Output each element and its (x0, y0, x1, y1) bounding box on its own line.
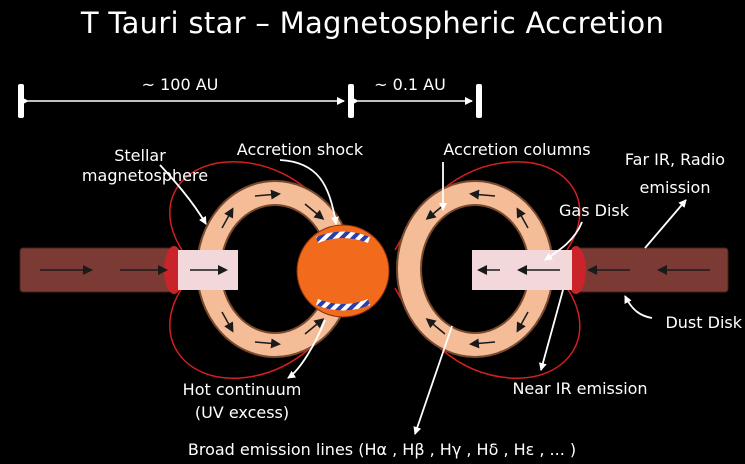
label-broad-emission-lines: Broad emission lines (Hα , Hβ , Hγ , Hδ … (188, 440, 576, 459)
label-hot-continuum-1: Hot continuum (183, 380, 302, 399)
label-far-ir-1: Far IR, Radio (625, 150, 725, 169)
label-accretion-columns: Accretion columns (443, 140, 590, 159)
label-hot-continuum-2: (UV excess) (195, 403, 289, 422)
label-stellar-magnetosphere-2: magnetosphere (82, 166, 208, 185)
label-far-ir-2: emission (640, 178, 711, 197)
label-accretion-shock: Accretion shock (237, 140, 364, 159)
pointer-dust-disk (625, 296, 652, 318)
scale-label-01au: ~ 0.1 AU (374, 75, 446, 94)
pointer-far-ir (645, 200, 686, 248)
scale-bar: ~ 100 AU ~ 0.1 AU (18, 75, 482, 118)
label-near-ir: Near IR emission (512, 379, 647, 398)
t-tauri-star (297, 225, 389, 317)
label-dust-disk: Dust Disk (665, 313, 742, 332)
scale-label-100au: ~ 100 AU (142, 75, 219, 94)
scale-tick-middle (348, 84, 354, 118)
label-gas-disk: Gas Disk (559, 201, 630, 220)
scale-tick-right (476, 84, 482, 118)
label-stellar-magnetosphere-1: Stellar (114, 146, 166, 165)
scale-tick-left (18, 84, 24, 118)
